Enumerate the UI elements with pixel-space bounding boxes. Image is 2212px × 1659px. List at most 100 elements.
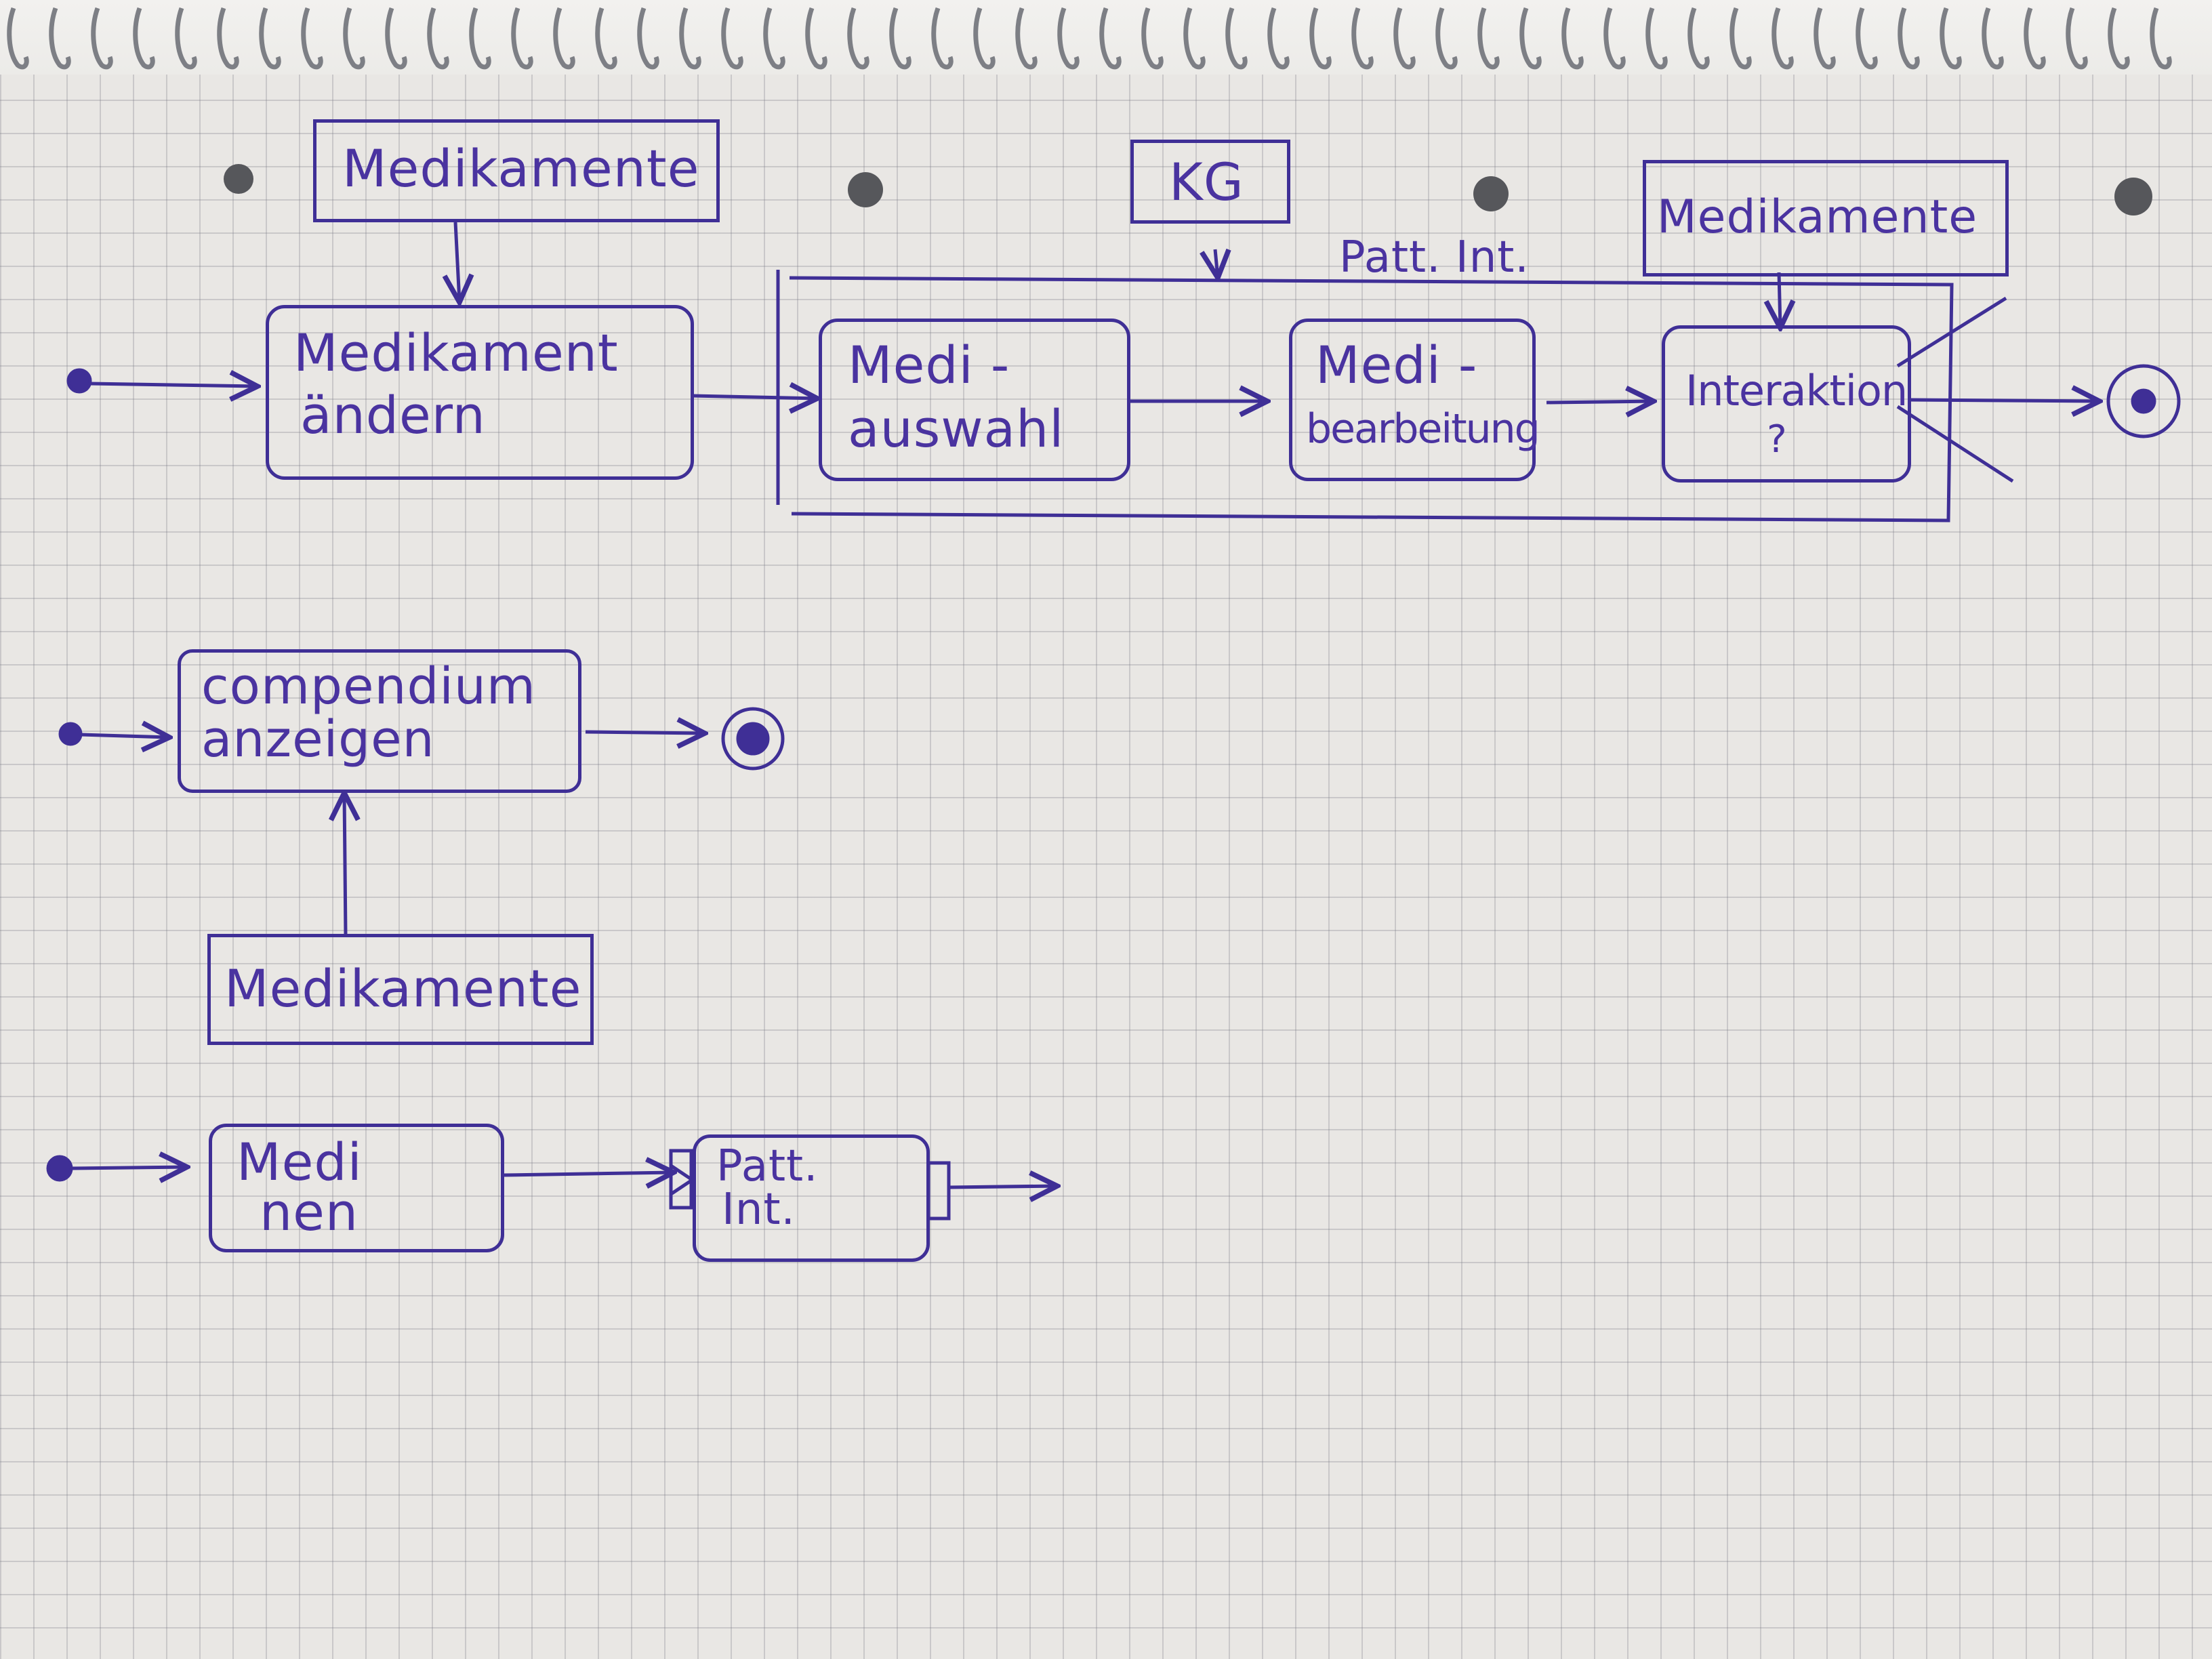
spiral-ring — [133, 7, 155, 70]
spiral-ring — [553, 7, 575, 70]
flow-final-cross — [1896, 296, 2007, 368]
flow-arrow — [80, 735, 169, 737]
flow-arrow — [1910, 400, 2100, 401]
action-label-line1: Patt. — [716, 1141, 819, 1191]
spiral-ring — [1940, 7, 1962, 70]
spiral-ring — [175, 7, 197, 70]
action-label-line2: anzeigen — [201, 710, 435, 769]
object-medikamente-top-right: Medikamente — [1643, 160, 2009, 276]
spiral-ring — [1771, 7, 1794, 70]
action-label-line2: nen — [260, 1182, 359, 1242]
object-flow-arrow — [455, 222, 459, 302]
action-patt-int: Patt. Int. — [693, 1134, 930, 1262]
spiral-ring — [1687, 7, 1710, 70]
spiral-ring — [2024, 7, 2046, 70]
action-label-line1: Medi — [237, 1132, 363, 1192]
spiral-ring — [301, 7, 323, 70]
spiral-ring — [427, 7, 449, 70]
spiral-ring — [7, 7, 29, 70]
flow-arrow — [504, 1172, 674, 1175]
object-flow-arrow — [344, 793, 346, 936]
final-node-outer — [721, 707, 785, 771]
spiral-ring — [595, 7, 617, 70]
action-label-line2: ändern — [300, 385, 486, 445]
action-label-line2: ? — [1767, 417, 1788, 462]
spiral-ring — [1267, 7, 1290, 70]
final-node-inner — [736, 722, 770, 756]
spiral-ring — [763, 7, 785, 70]
spiral-ring — [469, 7, 491, 70]
input-pin-arrow — [670, 1179, 693, 1196]
object-flow-arrow — [1779, 272, 1780, 328]
spiral-ring — [1183, 7, 1206, 70]
object-label: KG — [1169, 152, 1244, 212]
action-label-line1: Medi - — [848, 335, 1010, 395]
flow-arrow — [70, 1167, 187, 1168]
spiral-ring — [91, 7, 113, 70]
spiral-ring — [511, 7, 533, 70]
spiral-ring — [1015, 7, 1038, 70]
input-pin-arrow — [670, 1164, 693, 1181]
final-node-inner — [2131, 388, 2156, 414]
spiral-ring — [1225, 7, 1248, 70]
spiral-ring — [1603, 7, 1626, 70]
spiral-ring — [721, 7, 743, 70]
spiral-ring — [385, 7, 407, 70]
spiral-ring — [2108, 7, 2130, 70]
action-medi-auswahl: Medi - auswahl — [819, 319, 1130, 481]
spiral-ring — [1351, 7, 1374, 70]
object-label: Medikamente — [342, 138, 700, 199]
output-pin — [926, 1161, 951, 1221]
spiral-ring — [1729, 7, 1752, 70]
action-label-line2: bearbeitung — [1306, 405, 1540, 453]
object-flow-arrow — [1215, 249, 1218, 278]
spiral-ring — [1309, 7, 1332, 70]
spiral-ring — [259, 7, 281, 70]
flow-arrow — [89, 384, 258, 386]
spiral-ring — [343, 7, 365, 70]
spiral-ring — [1519, 7, 1542, 70]
spiral-ring — [1477, 7, 1500, 70]
action-label-line2: Int. — [722, 1185, 796, 1235]
action-medi-bearbeitung: Medi - bearbeitung — [1289, 319, 1540, 481]
spiral-ring — [637, 7, 659, 70]
spiral-ring — [931, 7, 954, 70]
spiral-ring — [889, 7, 912, 70]
spiral-ring — [1814, 7, 1836, 70]
flow-final-cross — [1896, 405, 2014, 483]
action-medi-nen: Medi nen — [209, 1124, 504, 1252]
object-medikamente-bottom: Medikamente — [207, 934, 594, 1045]
spiral-ring — [49, 7, 71, 70]
spiral-ring — [1099, 7, 1122, 70]
spiral-ring — [1057, 7, 1080, 70]
punch-hole — [848, 172, 883, 207]
object-medikamente-top-left: Medikamente — [313, 119, 720, 222]
flow-arrow — [1546, 401, 1654, 403]
spiral-ring — [679, 7, 701, 70]
action-compendium-anzeigen: compendium anzeigen — [178, 649, 581, 793]
spiral-ring — [1982, 7, 2004, 70]
spiral-ring — [805, 7, 827, 70]
interruptible-region — [789, 276, 1954, 523]
initial-node — [46, 1155, 73, 1182]
action-label-line1: Medi - — [1315, 335, 1478, 395]
object-kg: KG — [1130, 140, 1290, 224]
region-label: Patt. Int. — [1339, 232, 1530, 283]
punch-hole — [1473, 176, 1509, 211]
flow-arrow — [948, 1186, 1057, 1187]
spiral-ring — [1645, 7, 1668, 70]
object-label: Medikamente — [1657, 190, 1978, 244]
spiral-ring — [847, 7, 869, 70]
action-label-line1: Interaktion — [1685, 366, 1908, 415]
punch-hole — [224, 164, 253, 194]
action-interaktion: Interaktion ? — [1662, 325, 1911, 483]
flow-arrow — [692, 396, 817, 398]
spiral-ring — [2150, 7, 2172, 70]
action-medikament-aendern: Medikament ändern — [266, 305, 694, 480]
final-node-outer — [2106, 364, 2181, 438]
action-label-line2: auswahl — [848, 398, 1065, 459]
